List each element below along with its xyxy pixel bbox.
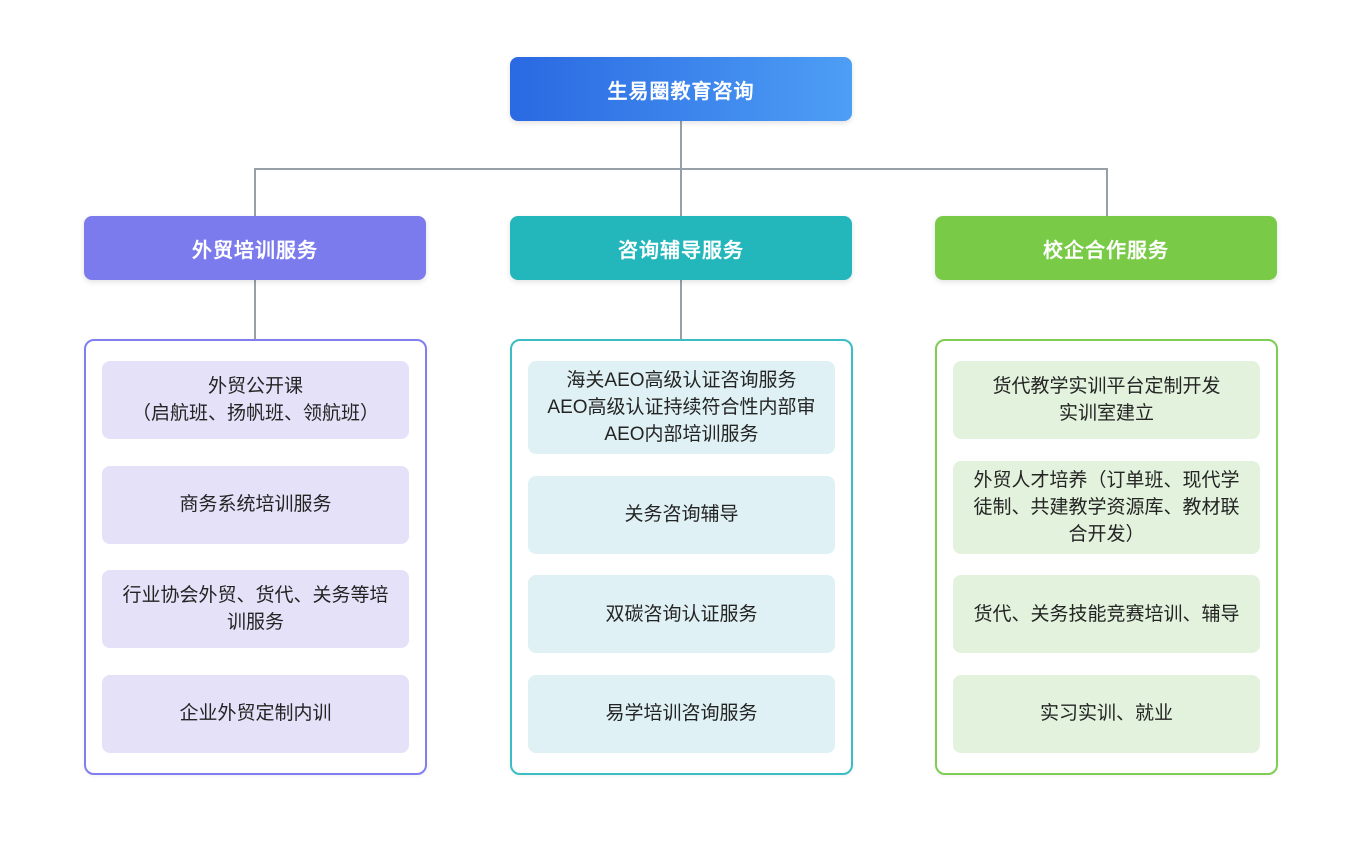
branch-header-foreign-trade-training: 外贸培训服务 [84, 216, 426, 280]
root-node: 生易圈教育咨询 [510, 57, 852, 121]
branch-header-label: 外贸培训服务 [192, 239, 318, 262]
leaf-item: 实习实训、就业 [953, 674, 1260, 753]
branch-header-label: 校企合作服务 [1043, 239, 1169, 262]
leaf-item: 易学培训咨询服务 [528, 674, 835, 753]
connector-branch3-drop [1106, 168, 1108, 216]
leaf-item: 企业外贸定制内训 [102, 674, 409, 753]
leaf-item: 外贸人才培养（订单班、现代学徒制、共建教学资源库、教材联合开发） [953, 460, 1260, 554]
branch-header-school-enterprise: 校企合作服务 [935, 216, 1277, 280]
leaf-item: 货代教学实训平台定制开发 实训室建立 [953, 361, 1260, 439]
connector-root-vertical [680, 121, 682, 169]
branch-group-school-enterprise: 货代教学实训平台定制开发 实训室建立 外贸人才培养（订单班、现代学徒制、共建教学… [935, 339, 1278, 775]
leaf-item: 商务系统培训服务 [102, 465, 409, 544]
leaf-item: 双碳咨询认证服务 [528, 575, 835, 654]
connector-branch1-to-group [254, 280, 256, 339]
leaf-item: 海关AEO高级认证咨询服务 AEO高级认证持续符合性内部审 AEO内部培训服务 [528, 361, 835, 454]
leaf-item: 行业协会外贸、货代、关务等培训服务 [102, 570, 409, 649]
branch-group-foreign-trade-training: 外贸公开课 （启航班、扬帆班、领航班） 商务系统培训服务 行业协会外贸、货代、关… [84, 339, 427, 775]
connector-branch2-drop [680, 168, 682, 216]
branch-group-consulting-coaching: 海关AEO高级认证咨询服务 AEO高级认证持续符合性内部审 AEO内部培训服务 … [510, 339, 853, 775]
branch-header-consulting-coaching: 咨询辅导服务 [510, 216, 852, 280]
branch-header-label: 咨询辅导服务 [618, 239, 744, 262]
leaf-item: 关务咨询辅导 [528, 475, 835, 554]
leaf-item: 外贸公开课 （启航班、扬帆班、领航班） [102, 361, 409, 439]
connector-branch1-drop [254, 168, 256, 216]
connector-branch2-to-group [680, 280, 682, 339]
root-node-label: 生易圈教育咨询 [607, 80, 755, 103]
leaf-item: 货代、关务技能竞赛培训、辅导 [953, 575, 1260, 654]
